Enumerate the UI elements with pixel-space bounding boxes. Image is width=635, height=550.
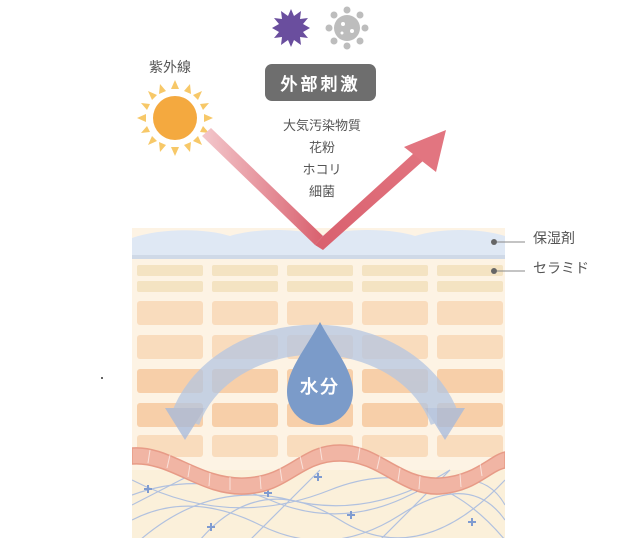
bacteria-gray-icon bbox=[325, 6, 369, 50]
ceramide-layer bbox=[137, 265, 503, 292]
ceramide-leader bbox=[491, 268, 525, 274]
sun-icon bbox=[137, 80, 213, 156]
moisturizer-leader bbox=[491, 239, 525, 245]
basal-layer-wave bbox=[132, 444, 505, 495]
stimuli-list: 大気汚染物質 花粉 ホコリ 細菌 bbox=[262, 116, 382, 204]
external-stimuli-badge: 外部刺激 bbox=[265, 64, 376, 101]
ceramide-label: セラミド bbox=[533, 261, 589, 277]
stimulus-item: ホコリ bbox=[302, 163, 342, 178]
stimulus-item: 大気汚染物質 bbox=[282, 119, 361, 134]
uv-reflection-arrow bbox=[202, 128, 446, 250]
stimulus-item: 花粉 bbox=[308, 141, 335, 156]
water-label: 水分 bbox=[300, 377, 340, 398]
stimulus-item: 細菌 bbox=[308, 185, 335, 200]
moisturizer-label: 保湿剤 bbox=[533, 231, 575, 247]
water-drop-icon bbox=[287, 322, 353, 425]
uv-label: 紫外線 bbox=[149, 60, 191, 76]
bacteria-purple-icon bbox=[272, 9, 310, 47]
